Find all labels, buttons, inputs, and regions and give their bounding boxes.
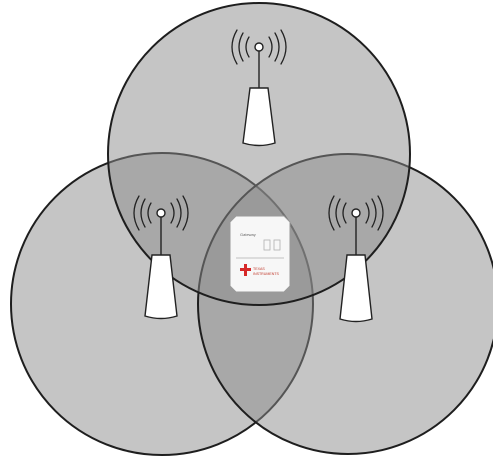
signal-waves-icon [133, 195, 189, 231]
tower-tip [156, 208, 166, 218]
antenna-tower-icon [242, 87, 276, 147]
device-brand-line1: TEXAS [253, 267, 265, 271]
gateway-device-icon [229, 215, 291, 293]
signal-waves-icon [231, 29, 287, 65]
tower-tip [254, 42, 264, 52]
device-label: Gateway [240, 232, 256, 237]
antenna-tower-icon [144, 254, 178, 320]
device-port [263, 239, 271, 251]
tower-tip [351, 208, 361, 218]
tower-top [231, 29, 287, 147]
signal-waves-icon [328, 195, 384, 231]
antenna-tower-icon [339, 254, 373, 323]
ti-logo-icon [240, 264, 251, 276]
tower-left [133, 195, 189, 320]
tower-right [328, 195, 384, 323]
device-brand-line2: INSTRUMENTS [253, 272, 280, 276]
device-port [273, 239, 281, 251]
gateway-device: Gateway TEXAS INSTRUMENTS [229, 215, 291, 293]
